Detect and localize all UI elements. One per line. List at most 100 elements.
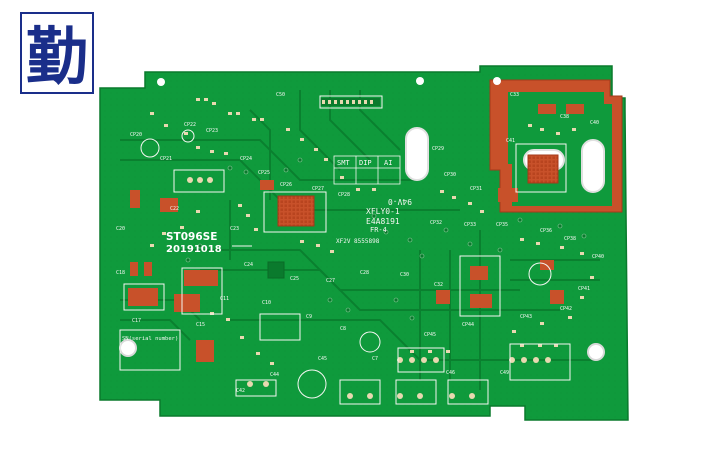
component-outline	[259, 313, 301, 341]
designator-label: CP29	[432, 146, 444, 152]
designator-label: CP21	[160, 156, 172, 162]
copper-pad	[498, 188, 518, 202]
component-outline	[447, 379, 489, 405]
designator-label: CP26	[280, 182, 292, 188]
logo-mark: 勤	[20, 12, 94, 94]
component-outline	[459, 255, 501, 317]
designator-label: C50	[276, 92, 285, 98]
mounting-hole	[119, 339, 137, 357]
smd-pad-field	[150, 98, 594, 365]
component-outline	[397, 347, 445, 373]
designator-label: C25	[290, 276, 299, 282]
designator-label: C32	[434, 282, 443, 288]
designator-label: C9	[306, 314, 312, 320]
designator-label: CP32	[430, 220, 442, 226]
copper-pad	[196, 340, 214, 362]
process-label-smt: SMT	[337, 159, 350, 167]
designator-label: C41	[506, 138, 515, 144]
designator-label: C44	[270, 372, 279, 378]
capacitor-outline	[528, 262, 552, 286]
capacitor-outline	[297, 369, 327, 399]
copper-pad	[130, 262, 138, 276]
crystal-slot	[405, 127, 429, 181]
process-box: SMT DIP AI	[333, 155, 401, 185]
qfn-pad-rf	[527, 154, 559, 184]
designator-label: CP38	[564, 236, 576, 242]
designator-label: C46	[446, 370, 455, 376]
designator-label: CP24	[240, 156, 252, 162]
ul-line: XFLY0-1	[366, 207, 400, 216]
copper-pad	[160, 198, 178, 212]
mounting-hole	[493, 77, 501, 85]
serial-number-box	[119, 329, 181, 371]
designator-label: CP28	[338, 192, 350, 198]
designator-label: C49	[500, 370, 509, 376]
component-outline	[123, 283, 165, 311]
component-outline	[235, 379, 277, 397]
designator-label: C27	[326, 278, 335, 284]
copper-pad	[470, 294, 492, 308]
designator-label: CP33	[464, 222, 476, 228]
designator-label: CP44	[462, 322, 474, 328]
designator-label: CP20	[130, 132, 142, 138]
process-label-dip: DIP	[359, 159, 372, 167]
process-label-ai: AI	[384, 159, 392, 167]
designator-label: CP31	[470, 186, 482, 192]
board-date: 20191018	[166, 244, 222, 255]
copper-pad	[470, 266, 488, 280]
company-logo: 勤	[20, 12, 94, 94]
copper-pads	[128, 104, 584, 362]
designator-label: C11	[220, 296, 229, 302]
designator-label: CP27	[312, 186, 324, 192]
designator-label: C42	[236, 388, 245, 394]
silkscreen-outlines	[119, 95, 571, 405]
designator-label: C24	[244, 262, 253, 268]
designator-label: CP40	[592, 254, 604, 260]
component-outline	[509, 343, 571, 381]
copper-pad	[144, 262, 152, 276]
copper-pad	[260, 180, 274, 190]
designator-label: C22	[170, 206, 179, 212]
designator-label: CP43	[520, 314, 532, 320]
mounting-hole	[416, 77, 424, 85]
designator-label: C23	[230, 226, 239, 232]
copper-pad	[130, 190, 140, 208]
designator-label: C45	[318, 356, 327, 362]
logo-glyph: 勤	[26, 20, 88, 93]
copper-pad	[550, 290, 564, 304]
designator-label: CP36	[540, 228, 552, 234]
qfn-pad-small	[267, 261, 285, 279]
vias	[185, 157, 587, 321]
designator-label: C17	[132, 318, 141, 324]
designator-label: CP30	[444, 172, 456, 178]
copper-pad	[436, 290, 450, 304]
designator-label: C30	[400, 272, 409, 278]
capacitor-outline	[140, 138, 160, 158]
designator-label: C7	[372, 356, 378, 362]
connector-pins	[187, 98, 551, 399]
designator-label: C28	[360, 270, 369, 276]
designator-label: CP22	[184, 122, 196, 128]
qfn-pad-main	[277, 195, 315, 227]
component-outline	[339, 379, 381, 405]
mounting-hole	[587, 343, 605, 361]
crystal-slot	[581, 139, 605, 193]
designator-label: C38	[560, 114, 569, 120]
capacitor-outline	[181, 129, 195, 143]
designator-label: CP42	[560, 306, 572, 312]
component-outline	[515, 143, 567, 193]
designator-label: CP23	[206, 128, 218, 134]
designator-label: CP25	[258, 170, 270, 176]
mounting-hole	[157, 78, 165, 86]
designator-label: C18	[116, 270, 125, 276]
designator-label: C20	[116, 226, 125, 232]
copper-pad	[128, 288, 158, 306]
copper-pad	[174, 294, 200, 312]
component-outline	[395, 379, 437, 405]
component-outline	[263, 191, 327, 233]
designator-label: C15	[196, 322, 205, 328]
designator-label: CP45	[424, 332, 436, 338]
part-code: XF2V 8555898	[336, 238, 380, 245]
serial-number-label: SN(serial number)	[122, 336, 178, 342]
